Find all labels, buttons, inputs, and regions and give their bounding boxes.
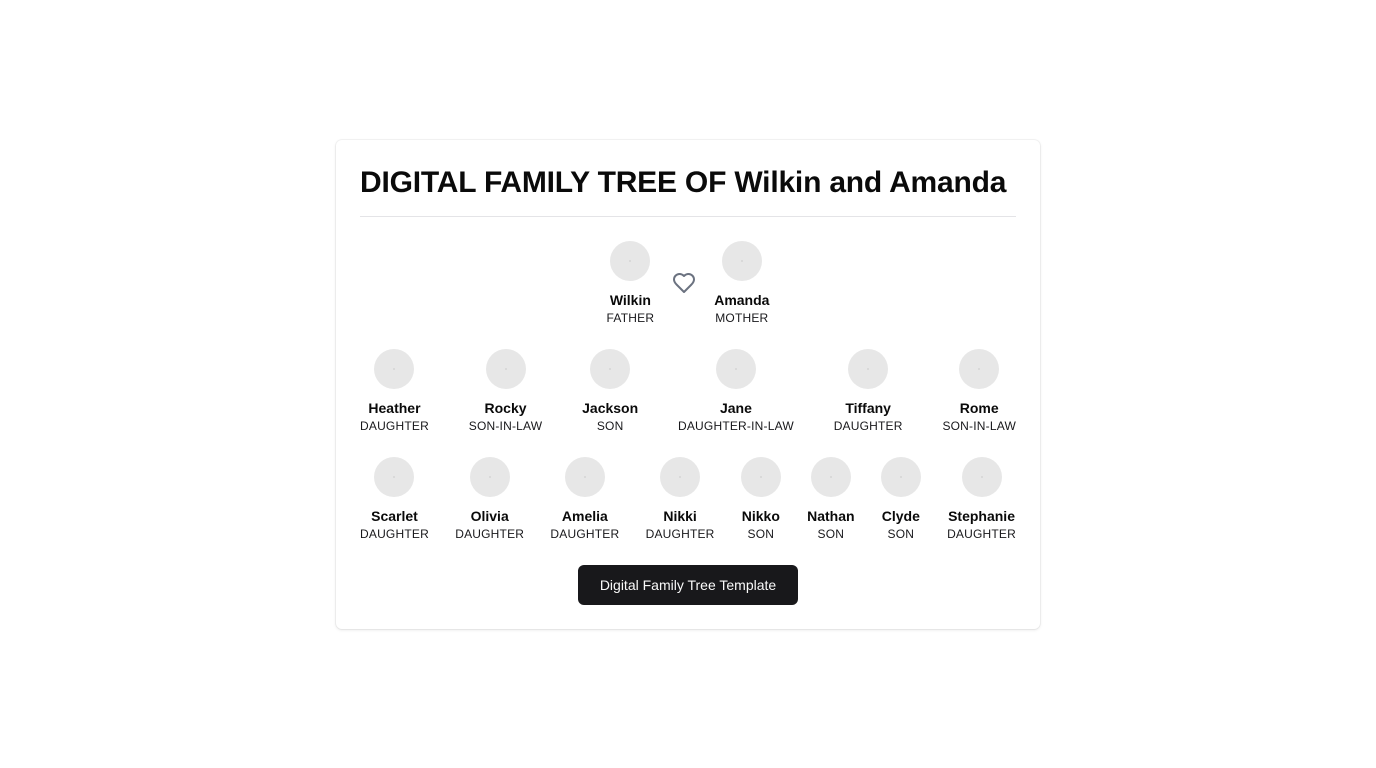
- avatar: [715, 349, 756, 389]
- member-name: Wilkin: [609, 292, 651, 308]
- divider: [360, 216, 1016, 217]
- member-card: Jackson SON: [582, 349, 638, 435]
- member-card: Scarlet DAUGHTER: [360, 457, 429, 543]
- member-name: Tiffany: [845, 400, 891, 416]
- avatar: [810, 457, 851, 497]
- member-role: MOTHER: [715, 311, 769, 325]
- member-card: Tiffany DAUGHTER: [834, 349, 903, 435]
- member-name: Stephanie: [948, 508, 1015, 524]
- children-row: Heather DAUGHTER Rocky SON-IN-LAW Jackso…: [360, 349, 1016, 435]
- member-card: Nikko SON: [740, 457, 781, 543]
- avatar: [469, 457, 510, 497]
- avatar: [374, 349, 415, 389]
- avatar: [485, 349, 526, 389]
- member-name: Scarlet: [371, 508, 418, 524]
- member-card: Rome SON-IN-LAW: [942, 349, 1016, 435]
- member-role: DAUGHTER: [645, 527, 715, 541]
- member-name: Jane: [719, 400, 752, 416]
- avatar: [564, 457, 605, 497]
- member-card: Jane DAUGHTER-IN-LAW: [678, 349, 794, 435]
- member-role: DAUGHTER: [947, 527, 1016, 541]
- avatar: [610, 241, 651, 281]
- member-card: Amelia DAUGHTER: [550, 457, 619, 543]
- member-name: Amelia: [561, 508, 608, 524]
- member-role: DAUGHTER: [360, 527, 429, 541]
- page-title: DIGITAL FAMILY TREE OF Wilkin and Amanda: [360, 166, 1007, 199]
- parents-row: Wilkin FATHER Amanda MOTHER: [360, 241, 1016, 327]
- member-role: SON: [817, 527, 845, 541]
- member-card: Olivia DAUGHTER: [455, 457, 524, 543]
- member-card: Nathan SON: [807, 457, 855, 543]
- member-name: Olivia: [470, 508, 509, 524]
- member-card: Clyde SON: [880, 457, 921, 543]
- member-card: Nikki DAUGHTER: [646, 457, 715, 543]
- avatar: [740, 457, 781, 497]
- member-role: SON: [596, 419, 624, 433]
- avatar: [721, 241, 762, 281]
- member-role: DAUGHTER-IN-LAW: [677, 419, 794, 433]
- member-role: DAUGHTER: [360, 419, 429, 433]
- member-card: Heather DAUGHTER: [360, 349, 429, 435]
- member-card: Stephanie DAUGHTER: [947, 457, 1016, 543]
- member-name: Heather: [368, 400, 421, 416]
- member-name: Rome: [959, 400, 999, 416]
- member-name: Clyde: [881, 508, 920, 524]
- avatar: [848, 349, 889, 389]
- family-tree-card: DIGITAL FAMILY TREE OF Wilkin and Amanda…: [336, 140, 1040, 629]
- member-name: Nathan: [807, 508, 855, 524]
- member-name: Nikki: [663, 508, 697, 524]
- member-role: DAUGHTER: [455, 527, 525, 541]
- member-role: DAUGHTER: [833, 419, 903, 433]
- member-role: SON-IN-LAW: [942, 419, 1016, 433]
- template-button[interactable]: Digital Family Tree Template: [578, 565, 798, 605]
- member-card-amanda: Amanda MOTHER: [714, 241, 769, 327]
- avatar: [374, 457, 415, 497]
- avatar: [961, 457, 1002, 497]
- heart-icon: [672, 271, 696, 295]
- grandchildren-row: Scarlet DAUGHTER Olivia DAUGHTER Amelia …: [360, 457, 1016, 543]
- member-name: Jackson: [582, 400, 639, 416]
- avatar: [959, 349, 1000, 389]
- member-card: Rocky SON-IN-LAW: [469, 349, 543, 435]
- member-role: DAUGHTER: [550, 527, 620, 541]
- member-role: FATHER: [606, 311, 655, 325]
- member-role: SON: [747, 527, 775, 541]
- member-name: Rocky: [484, 400, 527, 416]
- member-card-wilkin: Wilkin FATHER: [607, 241, 655, 327]
- member-role: SON-IN-LAW: [468, 419, 543, 433]
- avatar: [880, 457, 921, 497]
- avatar: [590, 349, 631, 389]
- avatar: [660, 457, 701, 497]
- member-name: Amanda: [714, 292, 770, 308]
- member-name: Nikko: [741, 508, 780, 524]
- member-role: SON: [887, 527, 915, 541]
